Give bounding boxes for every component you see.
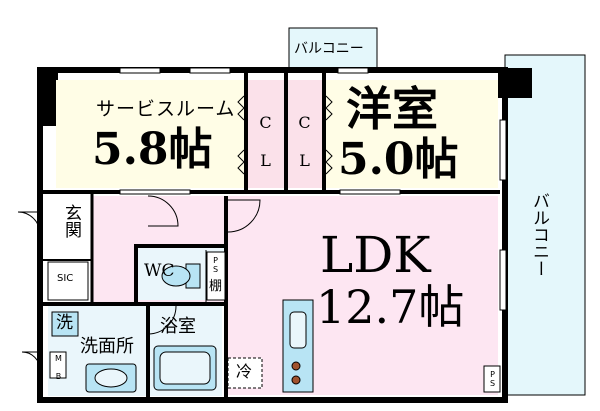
service-room-size: 5.8帖 <box>92 124 213 175</box>
service-room-name: サービスルーム <box>96 98 236 120</box>
closet-a-label: C L <box>256 113 275 170</box>
ldk-name: LDK <box>320 226 431 284</box>
wc-label: WC <box>144 261 175 281</box>
closet-b-label: C L <box>295 113 314 170</box>
entrance-label: 玄関 <box>61 204 81 238</box>
kitchen-counter <box>282 299 314 393</box>
shelf-label: 棚 <box>209 279 223 294</box>
corner-post-tr <box>498 68 532 98</box>
balcony-top-label: バルコニー <box>294 41 364 57</box>
closet-doors <box>237 95 333 175</box>
toilet-icon <box>161 263 201 289</box>
interior-walls <box>40 72 500 400</box>
outer-wall <box>37 67 508 403</box>
ps-bottom-label: PS <box>488 370 497 388</box>
service-room-area <box>56 80 244 188</box>
western-room-area <box>326 80 498 188</box>
sic-label: SIC <box>57 273 74 284</box>
balcony-top <box>288 27 378 71</box>
bathtub-icon <box>153 345 217 391</box>
closet-b-area <box>288 80 322 188</box>
balcony-side-label: バルコニー <box>529 192 549 277</box>
windows <box>119 67 507 311</box>
closet-a-area <box>248 80 284 188</box>
corner-post-tl <box>38 68 58 126</box>
wash-machine-label: 洗 <box>56 313 73 333</box>
wash-basin-icon <box>85 363 137 393</box>
mb-box <box>49 351 67 379</box>
ps-bottom-box <box>483 365 501 393</box>
western-room-name: 洋室 <box>346 82 438 136</box>
ps-top-label: PS <box>211 256 220 274</box>
ldk-area <box>224 196 498 395</box>
balcony-side <box>504 54 586 396</box>
door-swings <box>17 195 261 371</box>
fridge-label: 冷 <box>236 362 253 381</box>
sic-box <box>47 261 89 301</box>
western-room-size: 5.0帖 <box>338 134 459 185</box>
wash-machine-box <box>51 311 79 337</box>
ldk-size: 12.7帖 <box>316 280 465 334</box>
bath-label: 浴室 <box>160 316 196 337</box>
mb-label: M B <box>54 354 63 381</box>
ps-shelf-box <box>206 251 226 301</box>
washroom-label: 洗面所 <box>80 336 134 357</box>
fridge-box <box>227 357 263 389</box>
